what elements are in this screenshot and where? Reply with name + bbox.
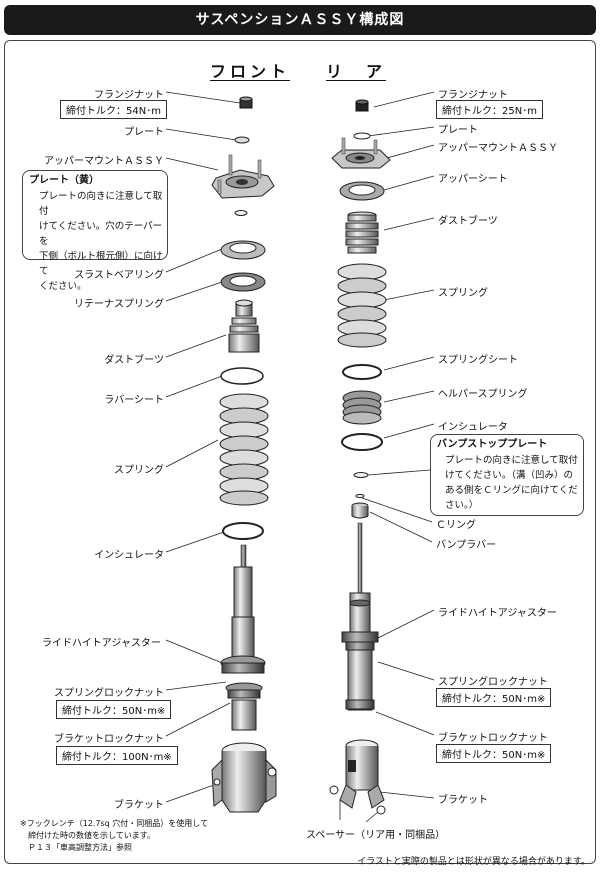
rear-bump-plate-note-line: ある側をＣリングに向けてくだ: [445, 485, 578, 496]
page-title: サスペンションＡＳＳＹ構成図: [4, 5, 596, 35]
front-retainer-spring-label: リテーナスプリング: [74, 299, 164, 310]
front-plate-note-line: 下側（ボルト根元側）に向けて: [39, 251, 163, 277]
front-rubber-seat: [220, 367, 264, 385]
front-plate-label: プレート: [124, 127, 164, 138]
front-upper-mount-label: アッパーマウントＡＳＳＹ: [44, 156, 164, 167]
front-spring: [219, 393, 269, 506]
rear-spring-seat: [342, 364, 382, 380]
rear-upper-seat: [339, 181, 385, 201]
rear-c-ring-label: Ｃリング: [436, 520, 476, 531]
rear-bracket-label: ブラケット: [438, 795, 488, 806]
front-bracket-label: ブラケット: [114, 800, 164, 811]
diagram-frame: [4, 40, 596, 864]
rear-dust-boot-label: ダストブーツ: [438, 216, 498, 227]
rear-upper-mount: [331, 137, 391, 169]
rear-bump-plate-note-title: バンプストッププレート: [437, 439, 548, 450]
front-ride-height-adjuster-label: ライドハイトアジャスター: [42, 638, 161, 649]
footnote-line: 締付けた時の数値を示しています。: [20, 831, 155, 840]
rear-bump-stop-plate: [353, 472, 369, 478]
rear-c-ring: [355, 494, 365, 498]
front-thrust-bearing-label: スラストベアリング: [74, 270, 164, 281]
front-upper-mount: [211, 154, 275, 199]
front-thrust-bearing: [220, 240, 266, 260]
rear-bracket-lock-nut-torque: 締付トルク：50N･m※: [436, 744, 552, 763]
rear-insulator-label: インシュレータ: [438, 422, 508, 433]
front-plate: [234, 136, 250, 144]
rear-helper-spring: [342, 390, 382, 425]
front-bracket-lock-nut-label: ブラケットロックナット: [54, 734, 164, 745]
front-bracket: [211, 742, 277, 813]
footnote-line: ※フックレンチ（12.7sq 穴付・同梱品）を使用して: [20, 819, 209, 828]
rear-bracket: [339, 739, 385, 809]
front-insulator-label: インシュレータ: [94, 550, 164, 561]
rear-bump-rubber: [351, 502, 369, 519]
front-spring-lock-nut-label: スプリングロックナット: [54, 688, 164, 699]
front-rubber-seat-label: ラバーシート: [104, 395, 164, 406]
front-plate-note-title: プレート（黄）: [29, 175, 99, 186]
front-flange-nut-torque: 締付トルク：54N･m: [60, 100, 167, 119]
rear-bump-plate-note-line: けてください。（溝（凹み）の: [445, 470, 573, 481]
front-dust-boot-label: ダストブーツ: [104, 355, 164, 366]
front-retainer-spring: [220, 272, 266, 292]
rear-flange-nut-torque: 締付トルク：25N･m: [436, 100, 543, 119]
rear-spacer-label: スペーサー（リア用・同梱品）: [306, 830, 446, 841]
front-heading: フロント: [210, 62, 291, 81]
front-plate-note-line: ください。: [39, 281, 87, 292]
rear-heading: リ ア: [326, 62, 387, 81]
rear-insulator: [341, 433, 383, 451]
disclaimer: イラストと実際の製品とは形状が異なる場合があります。: [357, 857, 590, 867]
rear-ride-height-adjuster-label: ライドハイトアジャスター: [438, 608, 557, 619]
rear-bump-plate-note-line: さい。）: [445, 500, 479, 511]
front-flange-nut: [239, 96, 253, 109]
front-plate-note-line: プレートの向きに注意して取付: [39, 191, 163, 217]
rear-bump-plate-note-line: プレートの向きに注意して取付: [445, 455, 578, 466]
rear-spring-seat-label: スプリングシート: [438, 355, 518, 366]
rear-assembly: [329, 99, 391, 815]
rear-flange-nut: [355, 99, 369, 112]
front-flange-nut-label: フランジナット: [94, 90, 164, 101]
front-plate-note: プレート（黄） プレートの向きに注意して取付 けてください。穴のテーパーを 下側…: [22, 170, 168, 292]
rear-spacers: [329, 785, 386, 815]
footnote: ※フックレンチ（12.7sq 穴付・同梱品）を使用して 締付けた時の数値を示して…: [20, 818, 208, 854]
footnote-line: Ｐ１３「車高調整方法」参照: [20, 843, 132, 852]
rear-upper-seat-label: アッパーシート: [438, 174, 508, 185]
rear-spring-lock-nut-label: スプリングロックナット: [438, 677, 548, 688]
rear-bracket-lock-nut-label: ブラケットロックナット: [438, 733, 548, 744]
front-plate-note-line: けてください。穴のテーパーを: [39, 221, 163, 247]
rear-spring-lock-nut-torque: 締付トルク：50N･m※: [436, 688, 552, 707]
leader-lines: [165, 91, 435, 823]
front-shock-body: [220, 544, 266, 731]
front-plate-yellow: [234, 210, 248, 216]
rear-upper-mount-label: アッパーマウントＡＳＳＹ: [438, 143, 558, 154]
front-bracket-lock-nut-torque: 締付トルク：100N･m※: [56, 746, 178, 765]
rear-bump-plate-note: バンプストッププレート プレートの向きに注意して取付 けてください。（溝（凹み）…: [430, 434, 584, 516]
rear-dust-boot: [345, 211, 379, 254]
front-spring-label: スプリング: [114, 465, 164, 476]
front-insulator: [222, 522, 264, 540]
rear-shock-body: [341, 522, 379, 711]
rear-plate: [353, 132, 371, 140]
rear-spring: [337, 263, 387, 348]
rear-spring-label: スプリング: [438, 288, 488, 299]
front-assembly: [211, 96, 277, 813]
rear-helper-spring-label: ヘルパースプリング: [438, 389, 528, 400]
rear-plate-label: プレート: [438, 125, 478, 136]
front-spring-lock-nut-torque: 締付トルク：50N･m※: [56, 700, 172, 719]
rear-flange-nut-label: フランジナット: [438, 90, 508, 101]
front-dust-boot: [228, 299, 260, 353]
rear-bump-rubber-label: バンプラバー: [436, 540, 497, 551]
